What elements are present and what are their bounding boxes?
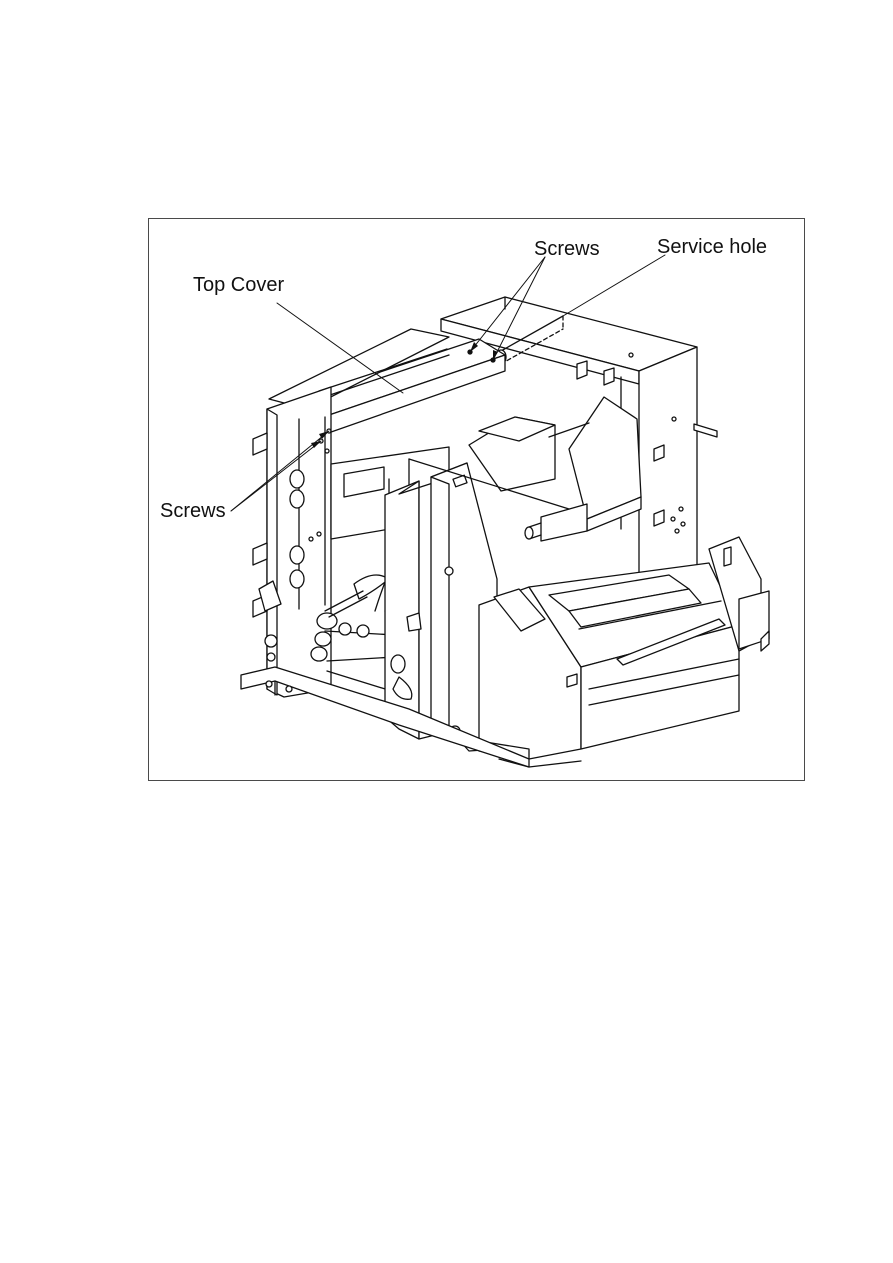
screws-top-label: Screws: [534, 239, 600, 259]
front-tray-unit: [479, 537, 769, 767]
top-cover-label: Top Cover: [193, 275, 284, 295]
service-hole-leader-line: [563, 255, 665, 316]
printer-interior-illustration: [149, 219, 806, 782]
figure-frame: Top Cover Screws Service hole Screws: [148, 218, 805, 781]
service-hole-label: Service hole: [657, 237, 767, 257]
screws-left-label: Screws: [160, 501, 226, 521]
